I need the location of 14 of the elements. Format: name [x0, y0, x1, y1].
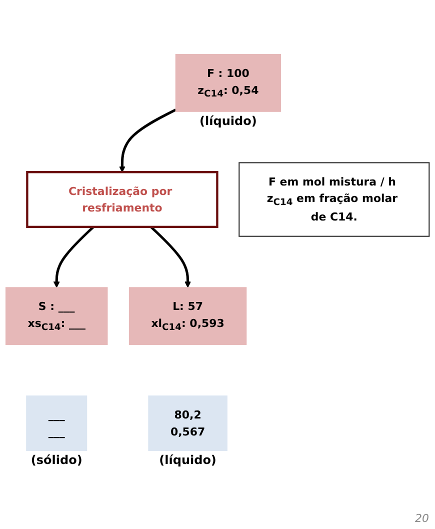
arrow [150, 226, 191, 288]
node-box: 80,2 0,567 [148, 395, 228, 451]
state-label: (líquido) [159, 452, 216, 467]
state-label: (sólido) [30, 452, 82, 467]
node-box: F em mol mistura / h z$_{C14}$ em fração molar de C14. [238, 162, 430, 237]
node-box: ___ ___ [26, 395, 88, 451]
arrow [119, 108, 176, 172]
arrow [53, 226, 94, 288]
page-number: 20 [415, 512, 429, 525]
node-box: F : 100 z$_{C14}$: 0,54 [175, 54, 281, 112]
node-box: S : ___ xs$_{C14}$: ___ [5, 287, 108, 346]
node-box: L: 57 xl$_{C14}$: 0,593 [128, 287, 247, 346]
node-box: Cristalização por resfriamento [26, 171, 218, 228]
state-label: (líquido) [200, 114, 257, 128]
